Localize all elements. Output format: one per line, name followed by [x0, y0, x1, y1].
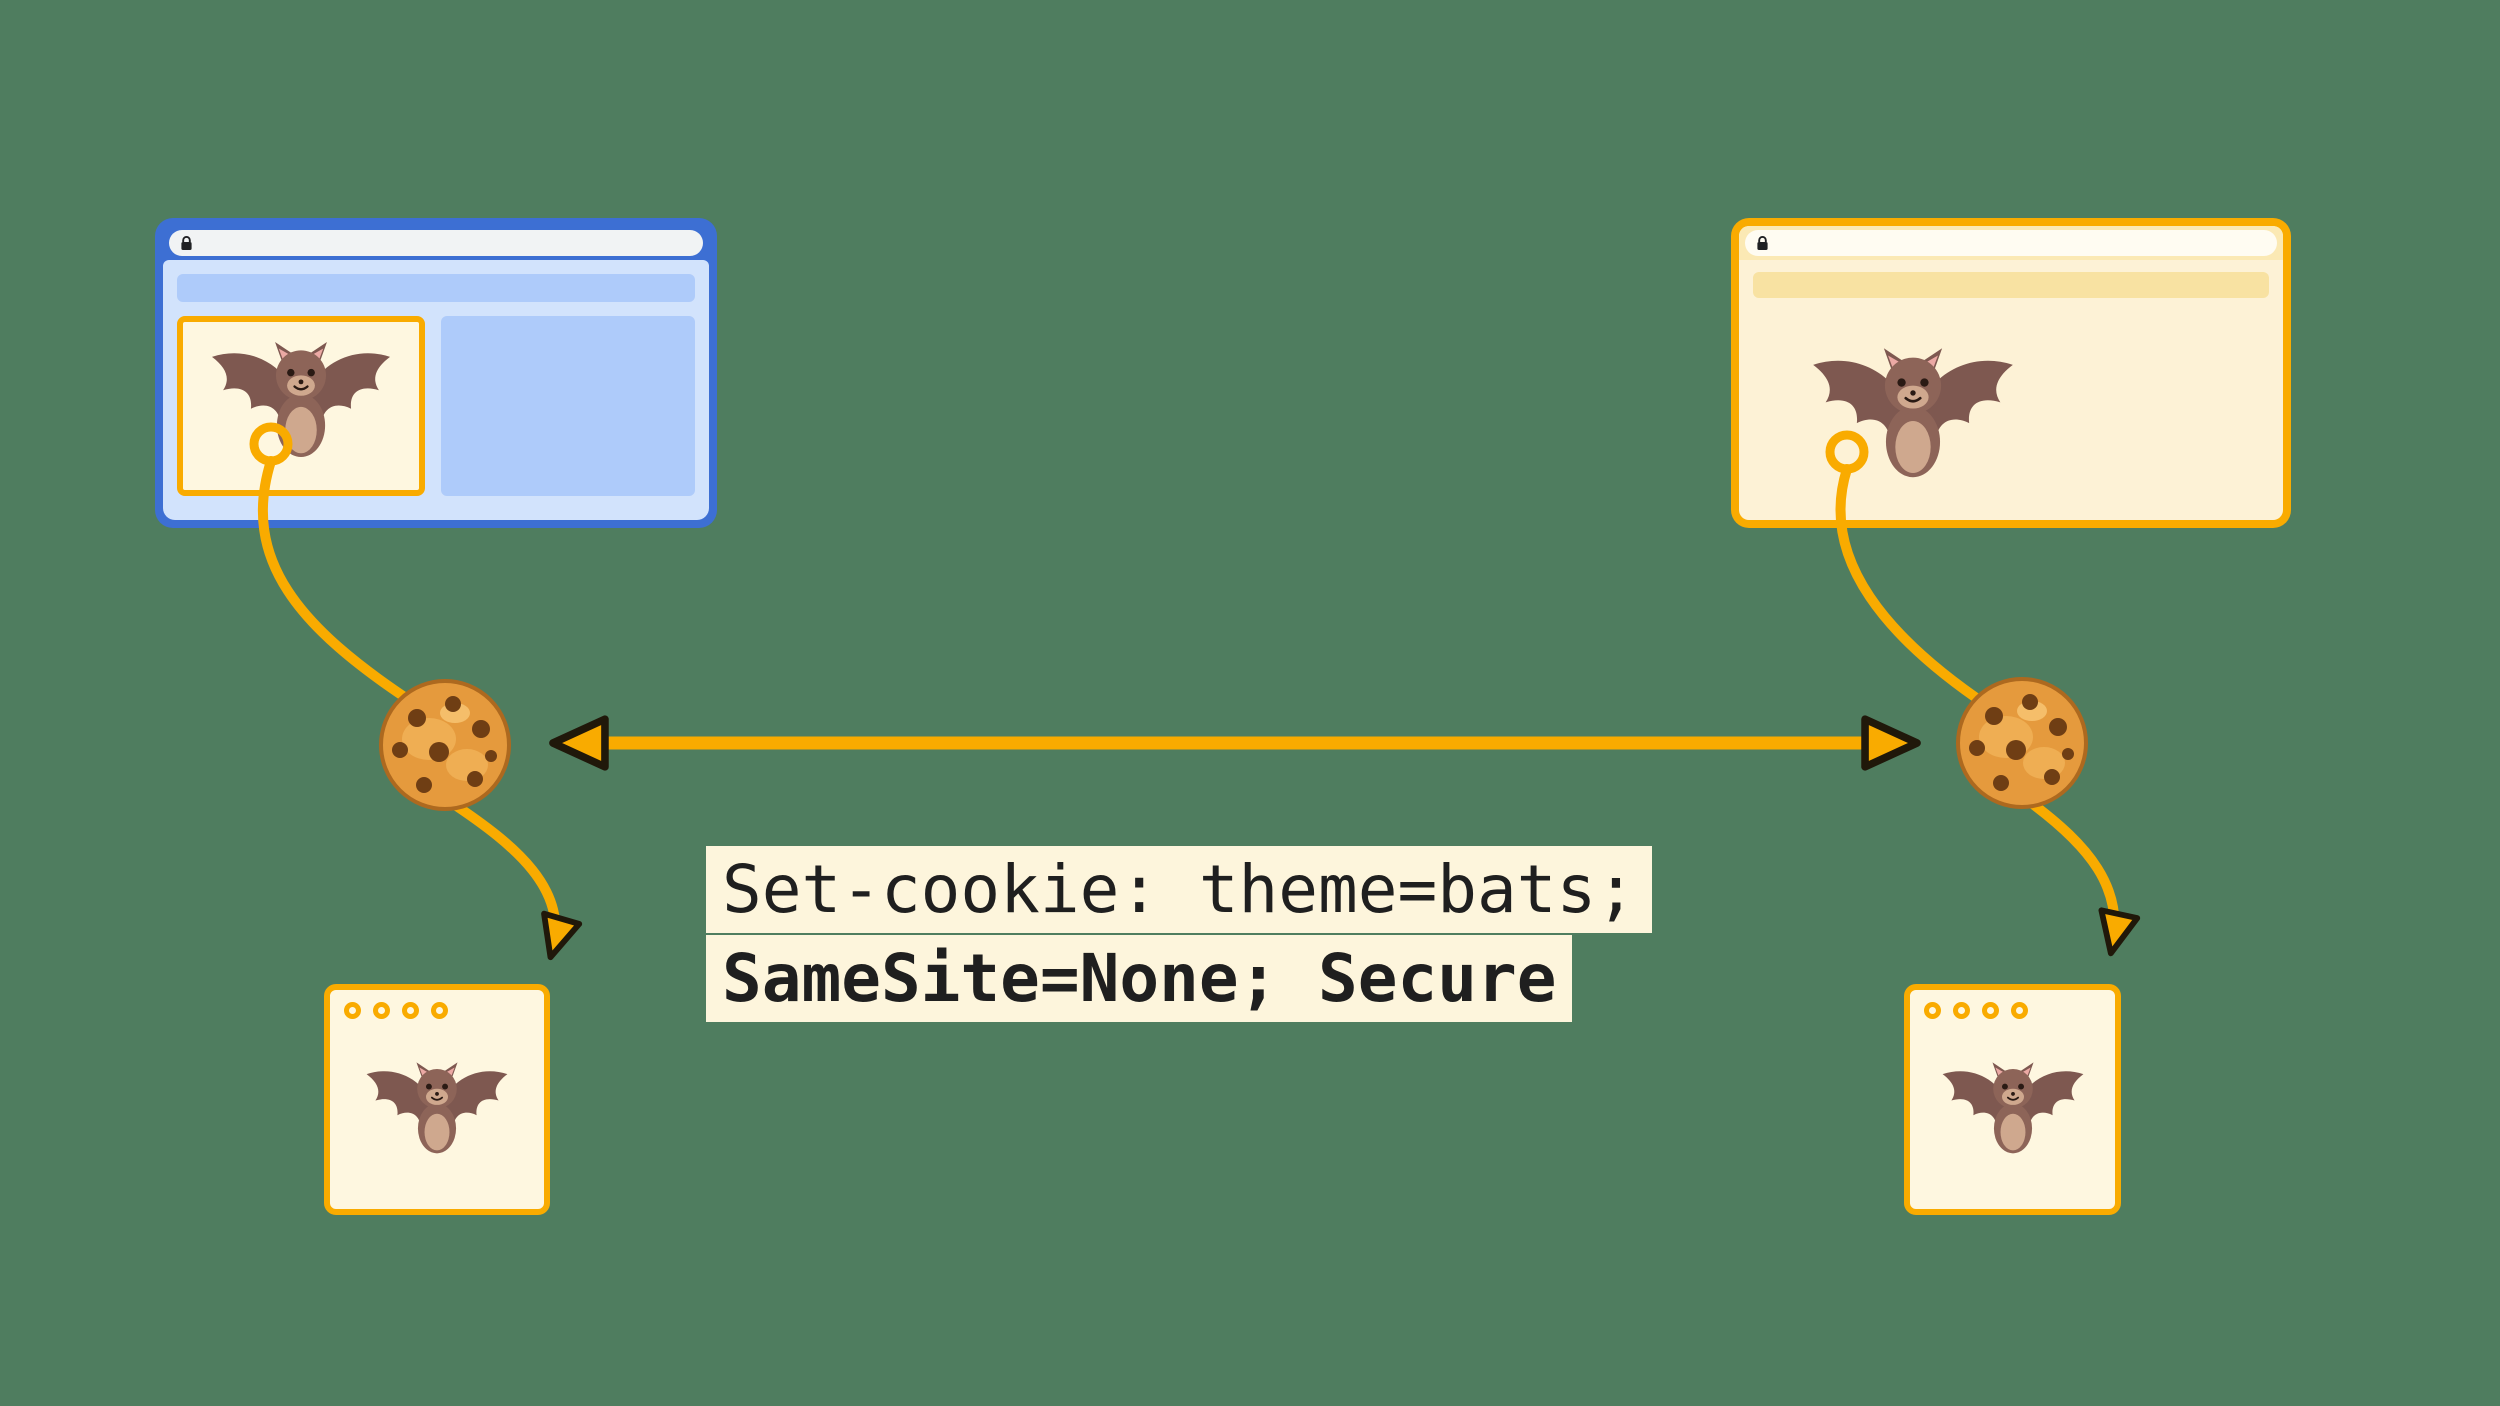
browser-titlebar — [163, 226, 709, 260]
window-dot-icon — [402, 1002, 419, 1019]
window-dot-icon — [1982, 1002, 1999, 1019]
page-header-bar — [177, 274, 695, 302]
browser-titlebar — [1739, 226, 2283, 260]
content-panel — [441, 316, 695, 496]
browser-content — [1739, 226, 2283, 520]
window-controls — [1910, 990, 2115, 1023]
connector-left-bottom-arrow — [447, 798, 583, 961]
bat-illustration — [1797, 342, 2029, 498]
bat-illustration — [1932, 1058, 2094, 1168]
window-dot-icon — [2011, 1002, 2028, 1019]
set-cookie-line-2: SameSite=None; Secure — [706, 935, 1573, 1022]
cookie-icon-left — [379, 679, 511, 811]
page-header-bar — [1753, 272, 2269, 298]
address-bar[interactable] — [1745, 230, 2277, 256]
bat-illustration — [199, 336, 403, 476]
address-bar[interactable] — [169, 230, 703, 256]
popup-window-left — [324, 984, 550, 1215]
browser-window-blue — [155, 218, 717, 528]
window-dot-icon — [344, 1002, 361, 1019]
set-cookie-line-1: Set-cookie: theme=bats; — [706, 846, 1652, 933]
set-cookie-annotation: Set-cookie: theme=bats; SameSite=None; S… — [706, 846, 1652, 1024]
popup-content — [330, 1023, 544, 1202]
popup-content — [1910, 1023, 2115, 1202]
embedded-cross-site-iframe — [177, 316, 425, 496]
browser-content — [163, 260, 709, 520]
window-dot-icon — [431, 1002, 448, 1019]
bat-illustration — [356, 1058, 518, 1168]
window-controls — [330, 990, 544, 1023]
popup-window-right — [1904, 984, 2121, 1215]
window-dot-icon — [1953, 1002, 1970, 1019]
lock-icon — [1756, 235, 1769, 251]
connector-right-bottom-arrow — [2025, 797, 2141, 957]
lock-icon — [180, 235, 193, 251]
cookie-icon-right — [1956, 677, 2088, 809]
window-dot-icon — [1924, 1002, 1941, 1019]
browser-window-yellow — [1731, 218, 2291, 528]
window-dot-icon — [373, 1002, 390, 1019]
